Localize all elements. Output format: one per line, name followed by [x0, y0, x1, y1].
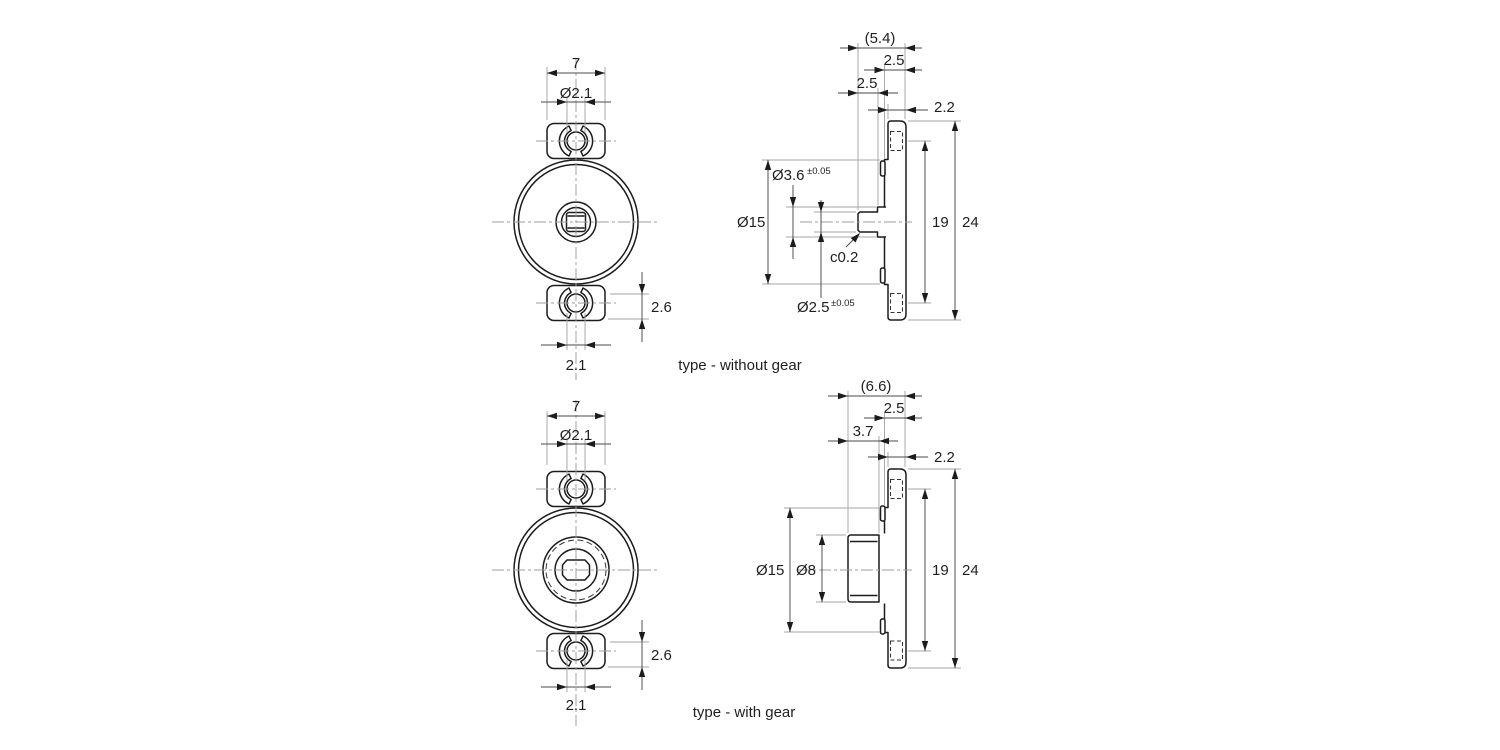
dim-hole-pitch: 19 [932, 214, 949, 231]
dim-shaft-base-tol: ±0.05 [807, 166, 831, 177]
dim-hole-pitch: 19 [932, 562, 949, 579]
dim-gear-width: 3.7 [853, 423, 874, 440]
dim-shaft-base-dia: Ø3.6 [772, 167, 805, 184]
dim-body-dia: Ø15 [756, 562, 784, 579]
hidden-hole-top [889, 478, 904, 500]
dim-slot-width: 2.1 [566, 357, 587, 374]
plate-profile [883, 120, 907, 321]
dim-tip-chamfer: c0.2 [830, 249, 858, 266]
clip-tab-top [879, 160, 886, 177]
centerlines [492, 58, 660, 380]
dim-hole-edge-offset: 2.6 [651, 647, 672, 664]
dim-overall-depth: (5.4) [865, 30, 896, 47]
hex-socket-hole [561, 559, 591, 581]
front-view-with-gear: 7 Ø2.1 2.6 2.1 [492, 398, 672, 726]
extension-lines [546, 67, 649, 350]
dim-shaft-tip-dia: Ø2.5 [797, 299, 830, 316]
hidden-hole-bottom [889, 292, 904, 314]
dim-shaft-length: 2.5 [857, 75, 878, 92]
caption-with-gear: type - with gear [693, 704, 796, 721]
side-view-without-gear: (5.4) 2.5 2.5 2.2 Ø3.6 ±0.05 Ø15 c0.2 Ø2… [737, 30, 979, 321]
dimension-lines [789, 395, 956, 668]
dim-flange-width: 7 [572, 398, 580, 415]
dim-overall-height: 24 [962, 562, 979, 579]
part-outline [846, 468, 907, 669]
dim-gear-dia: Ø8 [796, 562, 816, 579]
plate-profile [883, 468, 907, 669]
caption-without-gear: type - without gear [678, 357, 801, 374]
dim-hole-edge-offset: 2.6 [651, 299, 672, 316]
clip-tab-top [879, 505, 886, 522]
dim-overall-height: 24 [962, 214, 979, 231]
dim-plate-thickness: 2.2 [934, 449, 955, 466]
dim-plate-thickness: 2.2 [934, 99, 955, 116]
part-outline [857, 120, 907, 321]
dimension-lines [767, 47, 956, 320]
clip-tab-bottom [879, 267, 886, 284]
dimension-lines [541, 72, 643, 346]
gear-profile [847, 534, 880, 603]
centerlines [492, 400, 660, 726]
side-view-with-gear: (6.6) 2.5 3.7 2.2 Ø15 Ø8 19 24 [756, 378, 979, 669]
dim-slot-width: 2.1 [566, 697, 587, 714]
gear-chamfer-lines [850, 540, 878, 597]
dim-overall-depth: (6.6) [861, 378, 892, 395]
dimension-lines [541, 415, 643, 690]
dim-body-depth: 2.5 [884, 52, 905, 69]
dim-flange-width: 7 [572, 55, 580, 72]
dim-body-depth: 2.5 [884, 400, 905, 417]
extension-lines [546, 411, 649, 692]
dim-mount-hole-dia: Ø2.1 [560, 427, 593, 444]
dim-mount-hole-dia: Ø2.1 [560, 85, 593, 102]
hidden-hole-bottom [889, 640, 904, 661]
clip-tab-bottom [879, 618, 886, 635]
dim-shaft-tip-tol: ±0.05 [831, 298, 855, 309]
dim-body-dia: Ø15 [737, 214, 765, 231]
hidden-hole-top [889, 130, 904, 152]
front-view-without-gear: 7 Ø2.1 2.6 2.1 [492, 55, 672, 380]
extension-lines [784, 391, 961, 669]
